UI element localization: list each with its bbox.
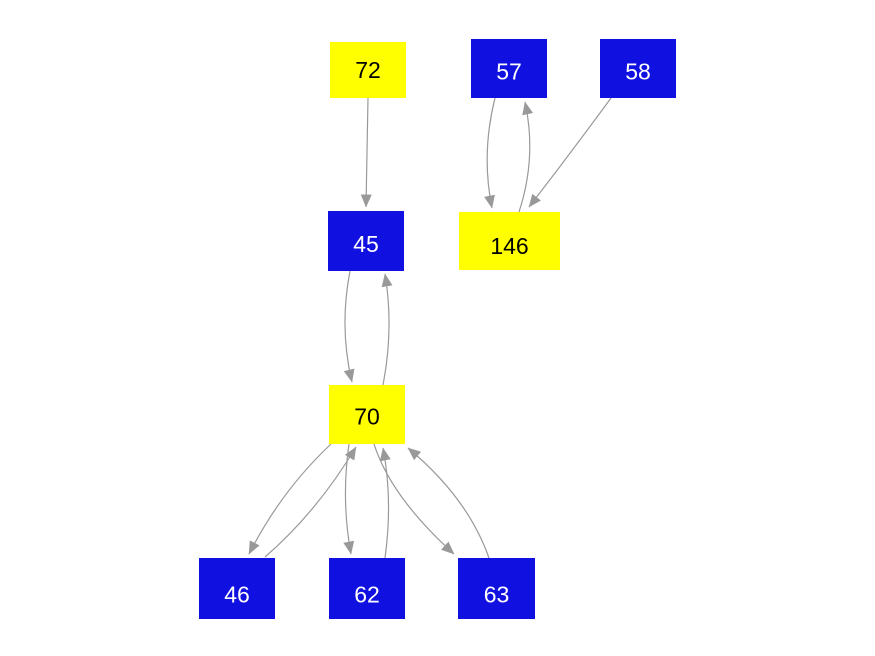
edge-58-146 xyxy=(528,97,612,208)
edge-70-63 xyxy=(373,443,455,555)
edge-146-57 xyxy=(518,101,534,213)
node-63-box[interactable] xyxy=(458,558,535,619)
edge-63-70 xyxy=(407,447,490,559)
edge-46-70 xyxy=(264,446,357,558)
node-58[interactable]: 58 xyxy=(600,39,676,98)
node-72-box[interactable] xyxy=(330,42,406,98)
node-62[interactable]: 62 xyxy=(329,558,405,619)
edge-70-62 xyxy=(343,443,355,555)
node-70[interactable]: 70 xyxy=(329,385,405,444)
edge-70-46 xyxy=(248,443,332,555)
edge-72-45 xyxy=(360,97,372,208)
node-146[interactable]: 146 xyxy=(459,212,560,270)
node-72[interactable]: 72 xyxy=(330,42,406,98)
node-63[interactable]: 63 xyxy=(458,558,535,619)
edge-70-45 xyxy=(381,273,393,386)
node-62-box[interactable] xyxy=(329,558,405,619)
node-46-box[interactable] xyxy=(199,558,275,619)
node-46[interactable]: 46 xyxy=(199,558,275,619)
edge-62-70 xyxy=(379,447,391,559)
node-70-box[interactable] xyxy=(329,385,405,444)
edges-layer xyxy=(248,97,612,559)
node-57[interactable]: 57 xyxy=(471,39,547,98)
node-58-box[interactable] xyxy=(600,39,676,98)
node-146-box[interactable] xyxy=(459,212,560,270)
edge-57-146 xyxy=(484,97,496,209)
node-57-box[interactable] xyxy=(471,39,547,98)
edge-45-70 xyxy=(343,270,355,383)
nodes-layer: 72 57 58 45 146 70 46 62 63 xyxy=(199,39,676,619)
node-45[interactable]: 45 xyxy=(328,211,404,271)
node-45-box[interactable] xyxy=(328,211,404,271)
